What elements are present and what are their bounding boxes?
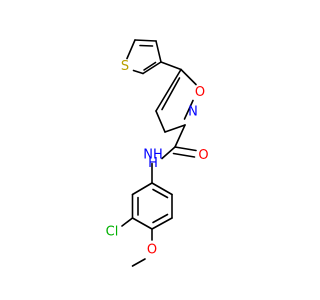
- bond: [180, 68, 197, 86]
- bond: [139, 44, 154, 47]
- bond: [134, 39, 157, 42]
- atom-hydrogen-amide: H: [148, 156, 158, 171]
- bond: [155, 110, 166, 133]
- bond: [161, 146, 176, 160]
- bond: [143, 61, 157, 71]
- bonds: [121, 39, 197, 267]
- atom-sulfur: S: [121, 59, 129, 74]
- bond: [152, 188, 169, 199]
- bond: [131, 217, 153, 230]
- atom-nitrogen-isoxazole: N: [188, 105, 198, 120]
- bond: [174, 146, 197, 152]
- bond: [152, 213, 169, 224]
- bond: [151, 217, 173, 230]
- bond: [164, 124, 186, 133]
- atom-oxygen-carbonyl: O: [198, 148, 208, 163]
- bond: [132, 69, 144, 75]
- bond: [151, 182, 173, 196]
- bond: [142, 61, 162, 75]
- bond: [131, 258, 146, 267]
- bond: [174, 124, 186, 148]
- bond: [183, 99, 194, 120]
- bond: [172, 152, 196, 158]
- bond: [161, 77, 181, 111]
- bond: [155, 68, 182, 112]
- atom-nitrogen-amide: NH: [143, 148, 163, 163]
- bond: [131, 182, 153, 196]
- atom-labels: S O N O NH H Cl O: [106, 59, 209, 258]
- atom-chlorine: Cl: [106, 225, 119, 240]
- bond: [155, 40, 162, 63]
- atom-oxygen-isoxazole: O: [195, 85, 205, 100]
- molecule-structure-diagram: S O N O NH H Cl O: [106, 39, 209, 267]
- bond: [126, 39, 136, 60]
- bond: [160, 61, 182, 71]
- bond: [121, 217, 134, 227]
- atom-oxygen-methoxy: O: [147, 243, 157, 258]
